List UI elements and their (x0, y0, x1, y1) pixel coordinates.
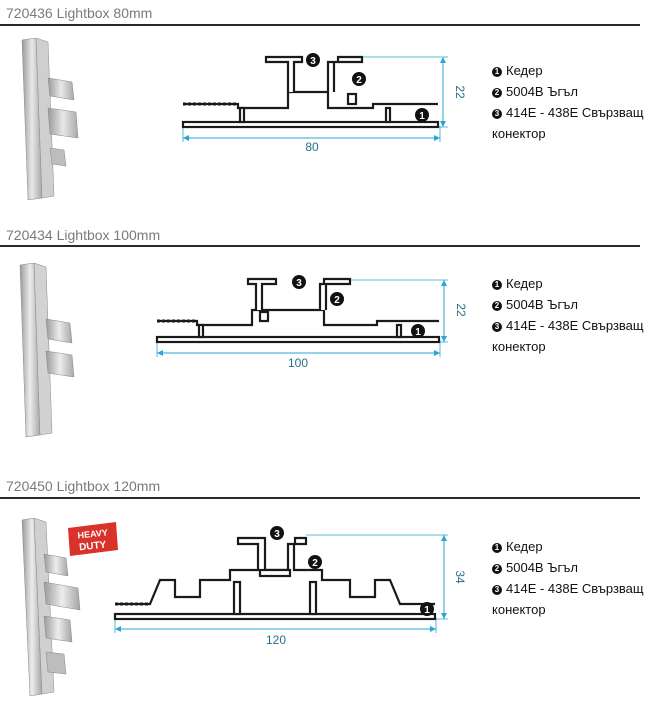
heavy-duty-badge: HEAVY DUTY (68, 522, 118, 556)
marker-2-label: 2 (312, 558, 318, 569)
marker-2: 2 (330, 292, 344, 306)
legend-text: конектор (492, 602, 546, 617)
section-title: 720450 Lightbox 120mm (6, 478, 161, 494)
legend-text: Кедер (506, 539, 543, 554)
width-label: 120 (266, 633, 286, 647)
marker-3-label: 3 (310, 56, 316, 67)
legend-item-3: 3 414E - 438E Свързващ (492, 578, 644, 599)
legend-item-1: 1 Кедер (492, 273, 644, 294)
legend-item-3: 3 414E - 438E Свързващ (492, 102, 644, 123)
legend: 1 Кедер 2 5004B Ъгъл 3 414E - 438E Свързващ… (492, 273, 644, 357)
legend: 1 Кедер 2 5004B Ъгъл 3 414E - 438E Свързващ… (492, 60, 644, 144)
badge-line-2: DUTY (79, 540, 108, 554)
marker-1: 1 (415, 108, 429, 122)
marker-2-label: 2 (334, 295, 340, 306)
legend: 1 Кедер 2 5004B Ъгъл 3 414E - 438E Свързващ… (492, 536, 644, 620)
marker-1: 1 (420, 602, 434, 616)
legend-num: 2 (492, 301, 502, 311)
legend-num: 1 (492, 543, 502, 553)
legend-num: 2 (492, 88, 502, 98)
profile-drawing: 1 2 3 80 22 (181, 53, 467, 154)
legend-num: 3 (492, 585, 502, 595)
legend-item-1: 1 Кедер (492, 60, 644, 81)
section-divider (0, 24, 640, 26)
marker-3: 3 (270, 526, 284, 540)
section-720436: 720436 Lightbox 80mm (0, 0, 650, 225)
legend-item-2: 2 5004B Ъгъл (492, 81, 644, 102)
section-divider (0, 245, 640, 247)
legend-item-3: 3 414E - 438E Свързващ (492, 315, 644, 336)
marker-2: 2 (308, 555, 322, 569)
height-label: 22 (454, 303, 468, 317)
legend-text: 5004B Ъгъл (506, 560, 578, 575)
legend-item-3-cont: конектор (492, 123, 644, 144)
section-title: 720436 Lightbox 80mm (6, 5, 153, 21)
badge-line-1: HEAVY (77, 527, 108, 540)
legend-text: 414E - 438E Свързващ (506, 318, 644, 333)
profile-photo (21, 38, 79, 201)
marker-2-label: 2 (356, 75, 362, 86)
marker-2: 2 (352, 72, 366, 86)
section-divider (0, 497, 640, 499)
height-label: 22 (453, 85, 467, 99)
height-label: 34 (453, 570, 467, 584)
marker-3-label: 3 (274, 529, 280, 540)
marker-3-label: 3 (296, 278, 302, 289)
marker-1-label: 1 (424, 605, 430, 616)
marker-1: 1 (411, 324, 425, 338)
legend-num: 1 (492, 67, 502, 77)
legend-text: 414E - 438E Свързващ (506, 581, 644, 596)
legend-text: Кедер (506, 63, 543, 78)
legend-item-3-cont: конектор (492, 336, 644, 357)
legend-num: 1 (492, 280, 502, 290)
profile-drawing: 1 2 3 100 22 (155, 275, 468, 370)
legend-num: 2 (492, 564, 502, 574)
legend-num: 3 (492, 109, 502, 119)
legend-num: 3 (492, 322, 502, 332)
marker-1-label: 1 (415, 327, 421, 338)
legend-text: конектор (492, 126, 546, 141)
width-label: 100 (288, 356, 308, 370)
profile-photo (19, 263, 75, 438)
marker-1-label: 1 (419, 111, 425, 122)
profile-photo (21, 518, 81, 696)
marker-3: 3 (306, 53, 320, 67)
legend-item-2: 2 5004B Ъгъл (492, 557, 644, 578)
legend-text: 5004B Ъгъл (506, 297, 578, 312)
legend-item-3-cont: конектор (492, 599, 644, 620)
section-720450: 720450 Lightbox 120mm HEAVY DUTY (0, 470, 650, 699)
width-label: 80 (305, 140, 319, 154)
legend-item-2: 2 5004B Ъгъл (492, 294, 644, 315)
legend-text: 5004B Ъгъл (506, 84, 578, 99)
legend-item-1: 1 Кедер (492, 536, 644, 557)
legend-text: конектор (492, 339, 546, 354)
section-title: 720434 Lightbox 100mm (6, 227, 161, 243)
legend-text: 414E - 438E Свързващ (506, 105, 644, 120)
profile-drawing: 1 2 3 120 34 (113, 526, 467, 647)
legend-text: Кедер (506, 276, 543, 291)
marker-3: 3 (292, 275, 306, 289)
section-720434: 720434 Lightbox 100mm (0, 225, 650, 470)
